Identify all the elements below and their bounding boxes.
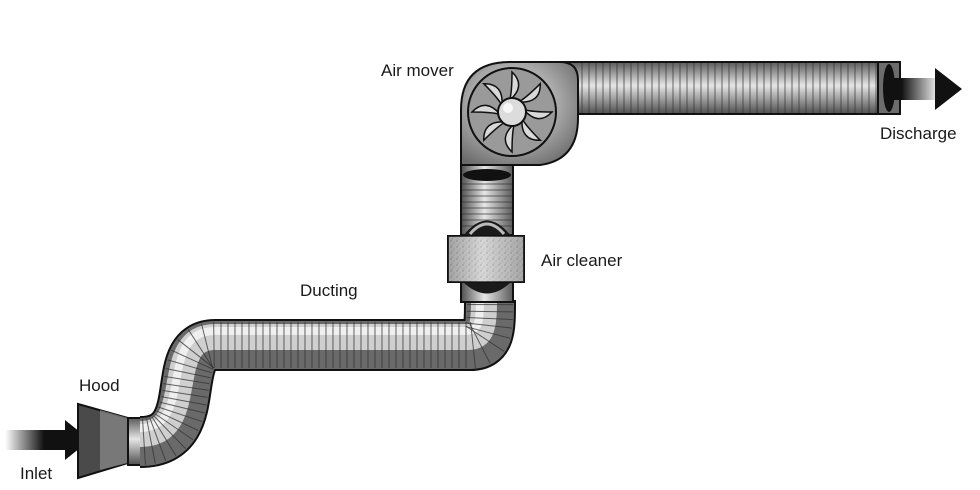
cleaner-outlet <box>460 279 514 303</box>
discharge-arrow-icon <box>885 68 962 110</box>
hood <box>77 402 151 480</box>
discharge-label: Discharge <box>880 124 957 143</box>
air-mover <box>460 61 579 166</box>
air-cleaner-label: Air cleaner <box>541 251 623 270</box>
ducting <box>137 299 516 468</box>
discharge-duct <box>539 61 901 115</box>
vertical-duct <box>460 159 514 236</box>
air-mover-label: Air mover <box>381 61 454 80</box>
inlet-label: Inlet <box>20 464 53 483</box>
ducting-label: Ducting <box>300 281 358 300</box>
fan-icon <box>470 70 554 154</box>
hood-label: Hood <box>79 376 120 395</box>
air-cleaner <box>447 235 525 283</box>
